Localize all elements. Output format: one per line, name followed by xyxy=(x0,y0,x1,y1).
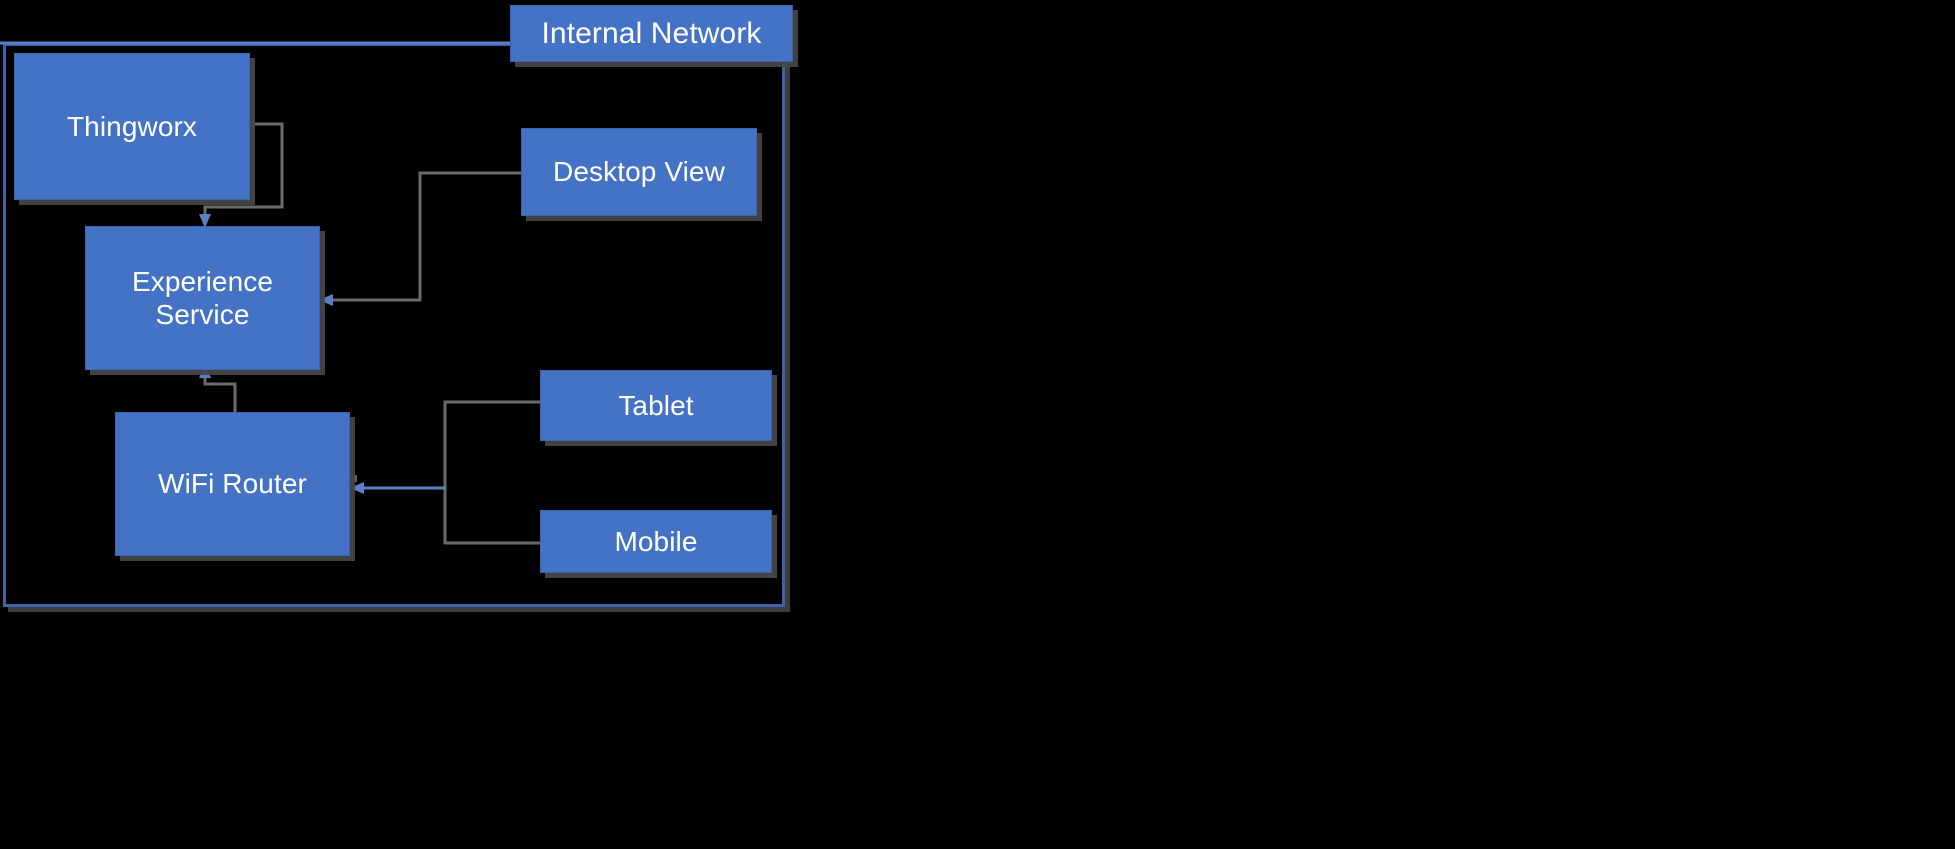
node-mobile-label: Mobile xyxy=(614,525,698,557)
node-tablet-label: Tablet xyxy=(618,389,694,421)
node-wifi-router[interactable]: WiFi Router xyxy=(115,412,350,556)
node-internal-network-label: Internal Network xyxy=(541,16,762,50)
node-experience-service[interactable]: Experience Service xyxy=(85,226,320,370)
node-experience-service-label: Experience Service xyxy=(131,265,274,330)
node-thingworx[interactable]: Thingworx xyxy=(14,53,250,200)
node-tablet[interactable]: Tablet xyxy=(540,370,772,441)
connector-devices-wifi-router xyxy=(340,395,555,550)
connector-internal-network-to-boundary xyxy=(0,20,540,60)
node-desktop-view-label: Desktop View xyxy=(553,156,725,188)
connector-experience-service-wifi-router xyxy=(185,362,265,422)
connector-thingworx-experience-service xyxy=(199,110,350,235)
node-internal-network[interactable]: Internal Network xyxy=(510,5,793,62)
node-desktop-view[interactable]: Desktop View xyxy=(521,128,757,216)
node-mobile[interactable]: Mobile xyxy=(540,510,772,573)
connector-desktop-view-experience-service xyxy=(315,165,530,310)
node-thingworx-label: Thingworx xyxy=(66,110,198,142)
node-wifi-router-label: WiFi Router xyxy=(158,468,307,500)
